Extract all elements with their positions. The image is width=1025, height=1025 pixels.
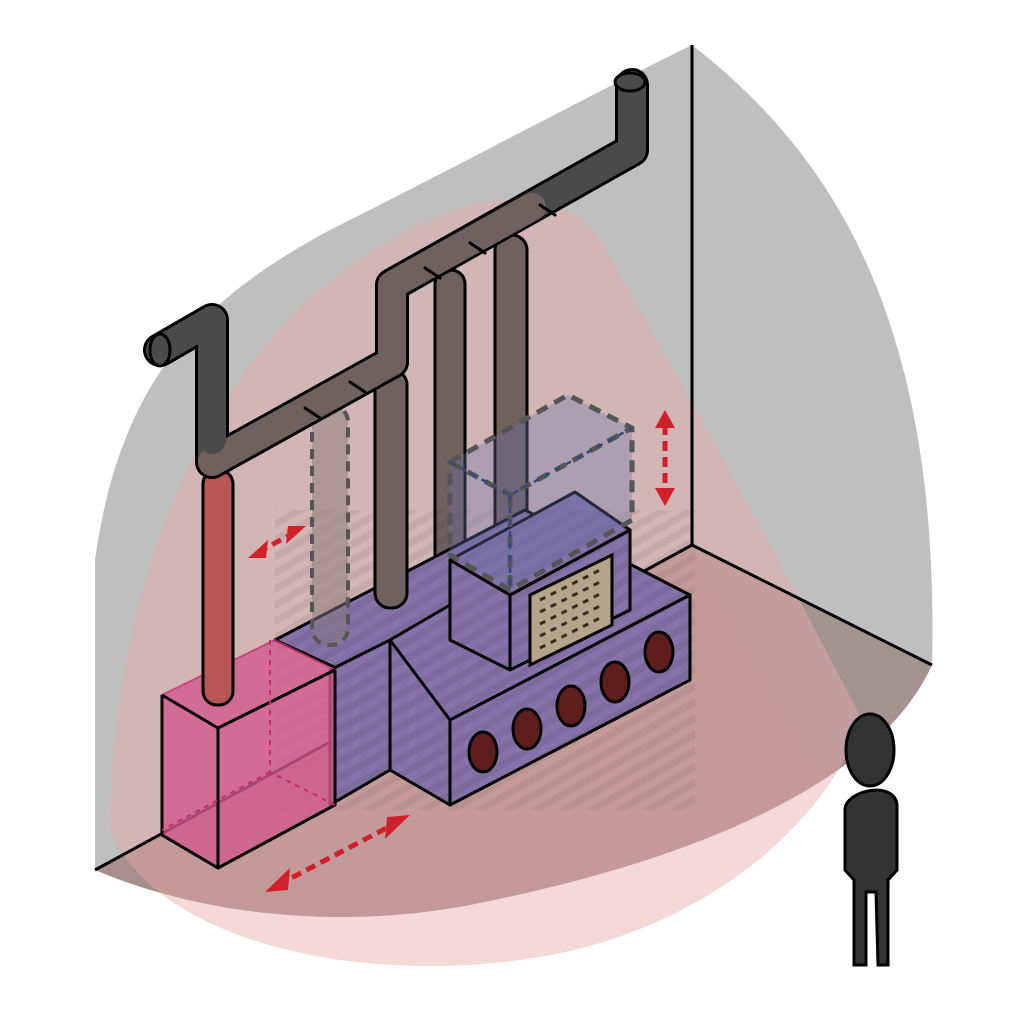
arrow-heads: [248, 410, 675, 892]
manifold-pipe: [143, 68, 649, 479]
pipe-red: [201, 468, 235, 707]
ghost-box: [447, 392, 635, 593]
vertical-pipes: [433, 233, 529, 572]
person-icon: [843, 712, 899, 967]
ports: [467, 630, 675, 774]
right-wall: [692, 45, 933, 665]
pipe-vertical-3: [373, 368, 409, 610]
vent-grille: [528, 552, 614, 668]
ghost-pipe: [310, 403, 350, 647]
